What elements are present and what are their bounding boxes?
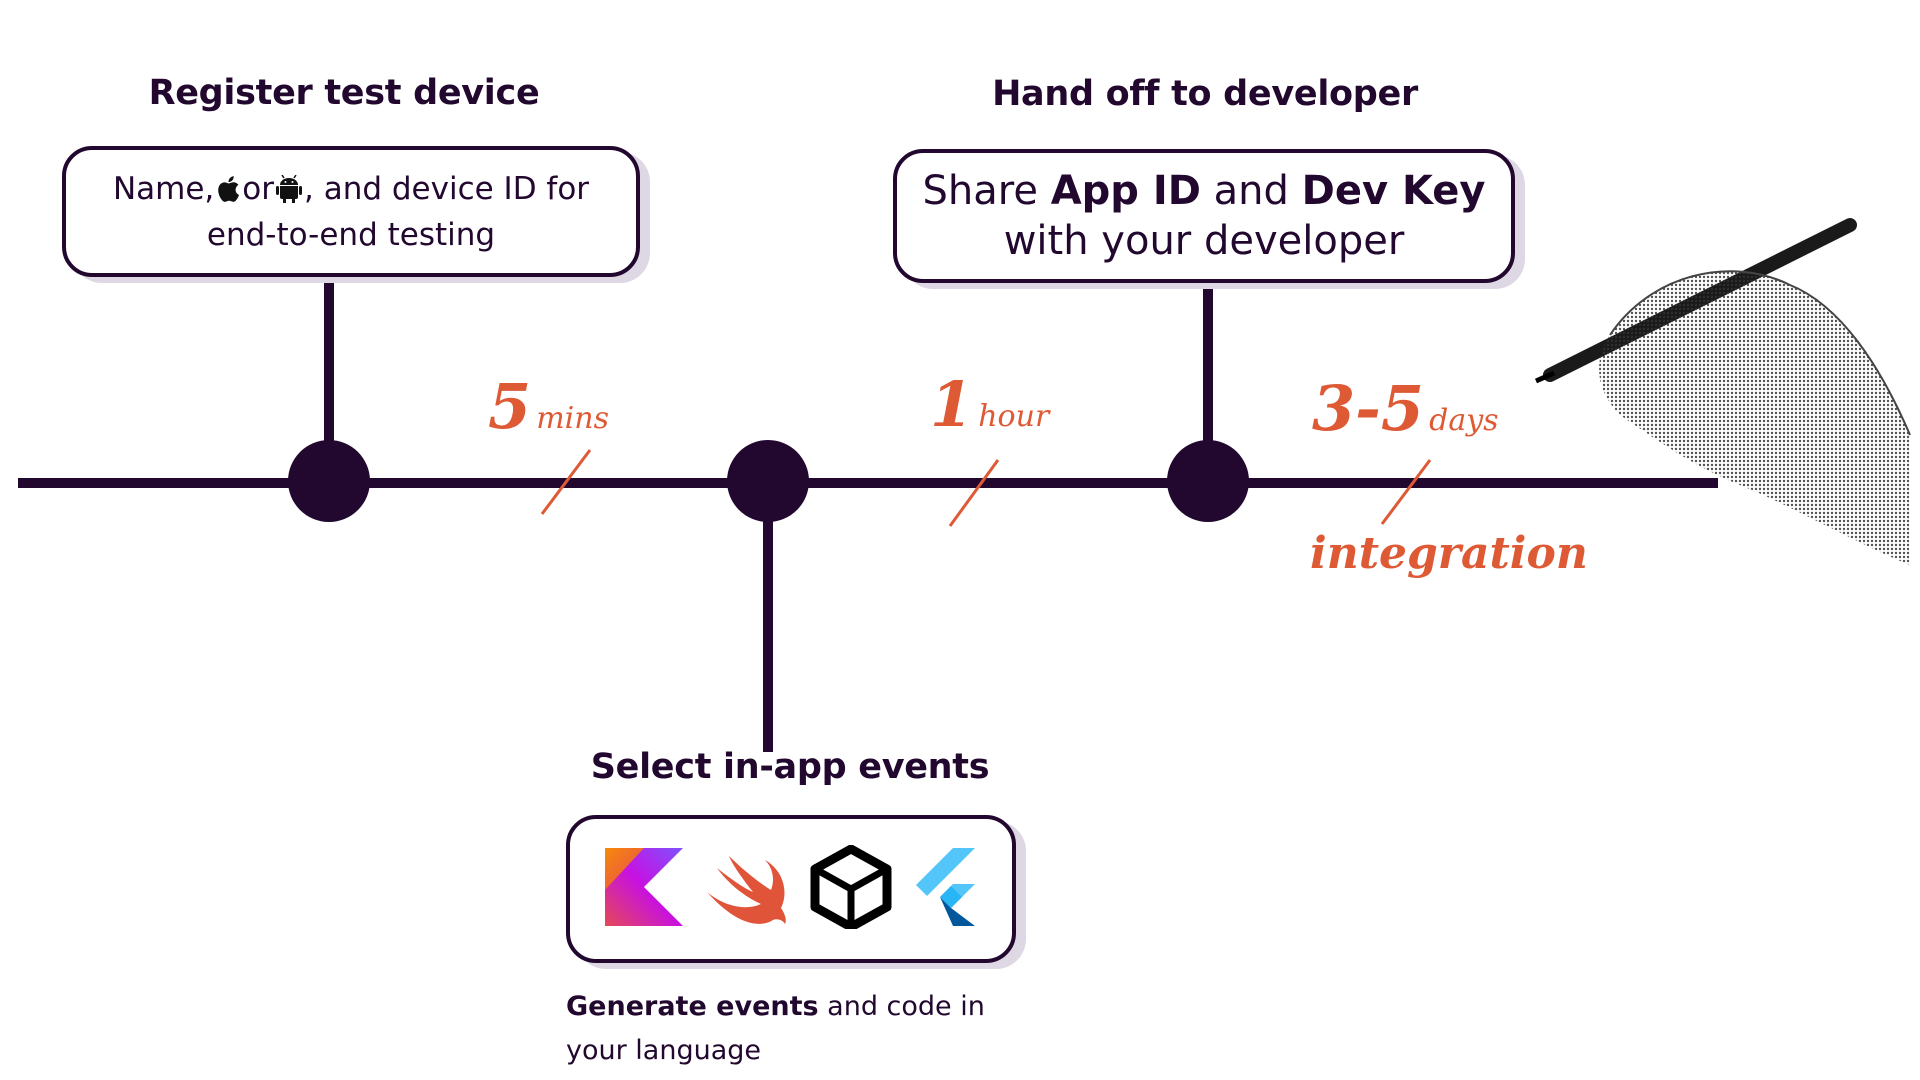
flutter-icon (913, 848, 977, 930)
card-register: Name,or, and device ID for end-to-end te… (62, 146, 640, 277)
card-handoff: Share App ID and Dev Key with your devel… (893, 149, 1515, 283)
card-handoff-line1: Share App ID and Dev Key (922, 168, 1486, 214)
node-register (288, 440, 370, 522)
node-select (727, 440, 809, 522)
duration-3-note: integration (1310, 528, 1588, 579)
card-select (566, 815, 1016, 963)
heading-select: Select in-app events (590, 747, 990, 787)
apple-icon (216, 172, 240, 214)
heading-handoff: Hand off to developer (992, 74, 1418, 114)
duration-1: 5 mins (488, 370, 609, 443)
android-icon (275, 172, 302, 214)
node-handoff (1167, 440, 1249, 522)
unity-icon (809, 844, 893, 933)
swift-icon (703, 848, 789, 930)
card-register-line1: Name,or, and device ID for (113, 168, 589, 214)
stem-handoff (1203, 283, 1213, 453)
duration-3: 3-5 days (1312, 372, 1499, 445)
hand-pen-illustration (1534, 218, 1911, 565)
timeline-line (18, 478, 1718, 488)
kotlin-icon (605, 848, 683, 930)
heading-register: Register test device (148, 73, 540, 113)
footer-text: Generate events and code in your languag… (566, 991, 985, 1066)
stem-register (324, 277, 334, 457)
duration-2: 1 hour (930, 368, 1050, 441)
card-handoff-line2: with your developer (1003, 218, 1405, 264)
card-register-line2: end-to-end testing (206, 216, 496, 253)
stem-select (763, 500, 773, 752)
